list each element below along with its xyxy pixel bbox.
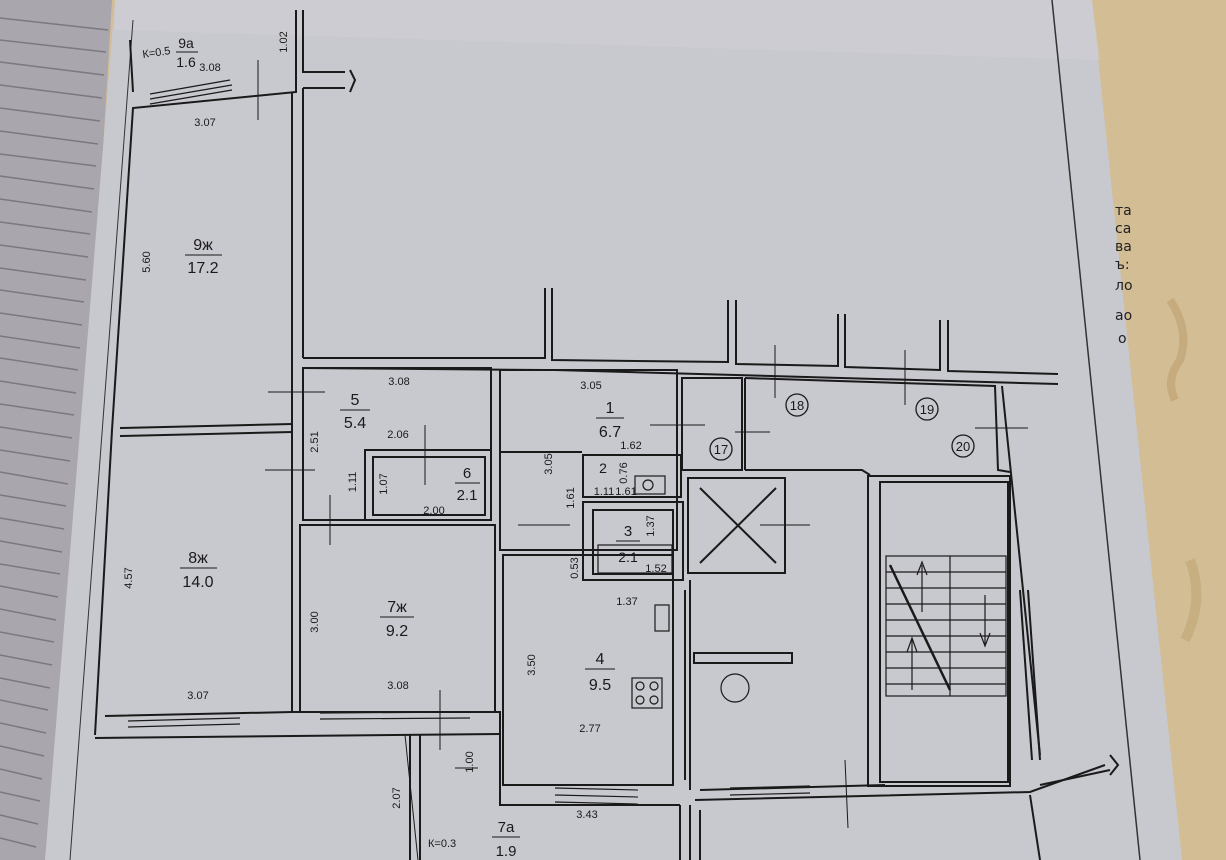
svg-text:2: 2 xyxy=(599,460,607,476)
marker-19: 19 xyxy=(915,397,939,421)
svg-text:9.5: 9.5 xyxy=(589,677,611,694)
svg-text:0.53: 0.53 xyxy=(569,557,581,578)
room-6-label: 6 2.1 xyxy=(455,465,480,504)
svg-text:1.37: 1.37 xyxy=(645,515,657,536)
svg-text:1.00: 1.00 xyxy=(464,751,476,772)
svg-text:2.07: 2.07 xyxy=(391,787,403,808)
svg-text:3.08: 3.08 xyxy=(388,376,409,388)
svg-text:1.07: 1.07 xyxy=(378,473,390,494)
room-7-label: 7ж 9.2 xyxy=(380,599,414,640)
svg-text:о: о xyxy=(1118,331,1127,347)
svg-text:1.02: 1.02 xyxy=(278,31,290,52)
stove-icon xyxy=(631,677,663,709)
svg-text:3.00: 3.00 xyxy=(309,611,321,632)
edge-text: та са ва ъ: ло ао о xyxy=(1115,203,1133,347)
svg-text:20: 20 xyxy=(956,439,970,454)
svg-text:1.6: 1.6 xyxy=(176,54,196,70)
marker-20: 20 xyxy=(951,434,975,458)
svg-text:3.07: 3.07 xyxy=(194,117,215,129)
toilet-icon xyxy=(634,475,666,495)
dimension-ticks xyxy=(257,60,1028,829)
svg-text:9ж: 9ж xyxy=(193,237,213,254)
svg-text:1.61: 1.61 xyxy=(615,486,636,498)
svg-text:2.06: 2.06 xyxy=(387,429,408,441)
svg-text:ъ:: ъ: xyxy=(1115,257,1130,273)
svg-text:7а: 7а xyxy=(498,819,515,836)
svg-text:8ж: 8ж xyxy=(188,550,208,567)
svg-text:та: та xyxy=(1115,203,1132,219)
walls xyxy=(94,10,1120,860)
bathtub-icon xyxy=(597,544,673,574)
svg-text:ао: ао xyxy=(1115,308,1132,324)
dimension-labels: 1.02 3.08 3.07 5.60 4.57 3.07 3.08 2.51 … xyxy=(123,31,667,821)
room-8-label: 8ж 14.0 xyxy=(180,550,217,591)
svg-text:3.05: 3.05 xyxy=(580,380,601,392)
svg-text:3: 3 xyxy=(624,523,632,540)
svg-text:3.07: 3.07 xyxy=(187,690,208,702)
svg-text:2.77: 2.77 xyxy=(579,723,600,735)
room-2-label: 2 xyxy=(599,460,607,476)
svg-text:2.1: 2.1 xyxy=(618,549,638,565)
svg-text:17.2: 17.2 xyxy=(187,260,218,277)
room-5-label: 5 5.4 xyxy=(340,392,370,432)
marker-18: 18 xyxy=(785,393,809,417)
room-9a-label: 9а 1.6 xyxy=(176,35,198,70)
svg-text:18: 18 xyxy=(790,398,804,413)
svg-text:5: 5 xyxy=(351,392,360,409)
paper-sheet xyxy=(45,0,1182,860)
svg-text:9а: 9а xyxy=(178,35,194,51)
svg-text:2.51: 2.51 xyxy=(309,431,321,452)
marker-17: 17 xyxy=(709,437,733,461)
staircase xyxy=(885,555,1007,697)
svg-text:4: 4 xyxy=(596,651,605,668)
svg-text:5.4: 5.4 xyxy=(344,415,366,432)
svg-text:17: 17 xyxy=(714,442,728,457)
svg-text:3.43: 3.43 xyxy=(576,809,597,821)
svg-text:1.11: 1.11 xyxy=(347,472,359,493)
svg-text:3.50: 3.50 xyxy=(526,654,538,675)
svg-text:7ж: 7ж xyxy=(387,599,407,616)
svg-text:1.52: 1.52 xyxy=(645,563,666,575)
svg-text:19: 19 xyxy=(920,402,934,417)
svg-text:9.2: 9.2 xyxy=(386,623,408,640)
svg-text:1.62: 1.62 xyxy=(620,440,641,452)
svg-text:6: 6 xyxy=(463,465,471,482)
svg-text:ло: ло xyxy=(1115,278,1133,294)
svg-text:3.08: 3.08 xyxy=(387,680,408,692)
svg-text:1.61: 1.61 xyxy=(565,487,577,508)
frame-line-left xyxy=(69,19,134,860)
svg-text:2.00: 2.00 xyxy=(423,505,444,517)
windows xyxy=(127,79,811,805)
room-9-label: 9ж 17.2 xyxy=(185,237,222,277)
room-1-label: 1 6.7 xyxy=(596,400,624,441)
svg-text:са: са xyxy=(1115,221,1131,237)
svg-text:1.11: 1.11 xyxy=(594,486,615,498)
svg-text:5.60: 5.60 xyxy=(141,251,153,272)
column-icon xyxy=(720,673,750,703)
coef-9a: К=0.5 xyxy=(142,45,172,61)
svg-text:1.37: 1.37 xyxy=(616,596,637,608)
fixtures xyxy=(597,475,750,709)
svg-text:1: 1 xyxy=(606,400,615,417)
svg-text:2.1: 2.1 xyxy=(457,487,478,504)
svg-text:3.08: 3.08 xyxy=(199,62,220,74)
sink-icon xyxy=(654,604,670,632)
room-7a-label: 7а 1.9 xyxy=(492,819,520,860)
coef-7a: К=0.3 xyxy=(428,838,456,850)
svg-text:14.0: 14.0 xyxy=(182,574,213,591)
svg-text:4.57: 4.57 xyxy=(123,567,135,588)
svg-text:0.76: 0.76 xyxy=(618,462,630,483)
room-4-label: 4 9.5 xyxy=(585,651,615,694)
room-3-label: 3 2.1 xyxy=(616,523,640,565)
svg-text:6.7: 6.7 xyxy=(599,424,621,441)
frame-line-right xyxy=(1051,0,1141,860)
svg-text:3.05: 3.05 xyxy=(543,453,555,474)
notebook-lined-page xyxy=(0,0,112,860)
svg-text:ва: ва xyxy=(1115,239,1132,255)
svg-text:1.9: 1.9 xyxy=(496,843,517,860)
